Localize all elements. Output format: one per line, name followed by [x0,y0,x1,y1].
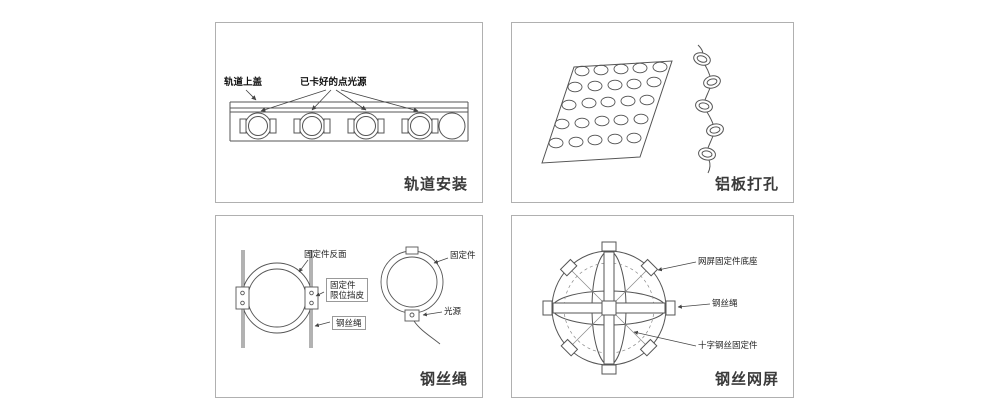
label-wire-rope: 钢丝绳 [332,316,366,331]
panel-wire-rope: 固定件反面 固定件 限位挡皮 钢丝绳 固定件 光源 钢丝绳 [215,215,483,398]
label-light-source: 光源 [444,306,462,316]
panel-wire-mesh: 网屏固定件底座 钢丝绳 十字钢丝固定件 钢丝网屏 [511,215,794,398]
panel-track-install: 轨道上盖 已卡好的点光源 轨道安装 [215,22,483,203]
wire-rope-diagram [235,246,449,348]
label-clipped-lights: 已卡好的点光源 [300,77,367,88]
panel-plate-drilling: 铝板打孔 [511,22,794,203]
label-fixture: 固定件 [450,250,476,260]
label-fixture-limit-line2: 限位挡皮 [330,290,365,301]
panel-title: 钢丝绳 [419,371,468,388]
track-diagram [229,89,469,142]
wire-mesh-diagram [542,241,711,375]
label-fixture-limit: 固定件 限位挡皮 [326,278,369,303]
label-fixture-limit-line1: 固定件 [330,280,356,290]
label-mesh-base: 网屏固定件底座 [698,256,758,266]
panel-title: 钢丝网屏 [714,371,779,388]
panel-title: 铝板打孔 [714,176,779,193]
label-mesh-wire-rope: 钢丝绳 [712,298,738,308]
label-fixture-back: 固定件反面 [304,249,347,259]
label-cross-fixture: 十字钢丝固定件 [698,340,758,350]
plate-diagram [541,44,724,174]
label-track-cover: 轨道上盖 [224,77,263,88]
panel-title: 轨道安装 [403,176,468,193]
